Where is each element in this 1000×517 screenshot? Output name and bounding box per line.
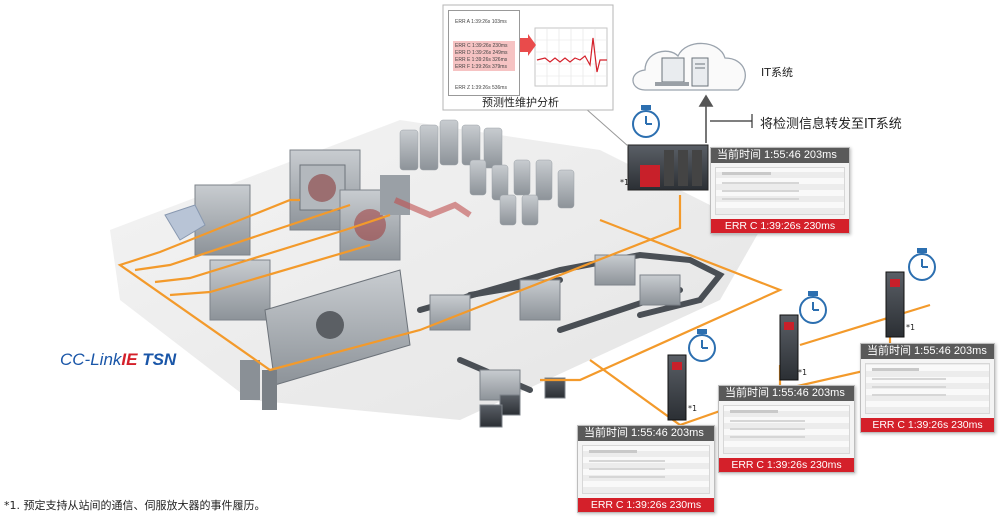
footnote: *1. 预定支持从站间的通信、伺服放大器的事件履历。 bbox=[4, 499, 266, 512]
status-panel: 当前时间 1:55:46 203ms ERR C 1:39:26s 230ms bbox=[577, 425, 715, 513]
logo-part-cclink: CC-Link bbox=[60, 350, 122, 369]
log-line: ERR D 1:39:26s 249ms bbox=[455, 50, 508, 56]
servo-amplifiers bbox=[667, 271, 905, 421]
panel-screen bbox=[715, 167, 845, 215]
device-marker: *1 bbox=[906, 323, 916, 332]
error-record: ERR C 1:39:26s 230ms bbox=[578, 498, 714, 512]
cloud-icon bbox=[632, 42, 746, 91]
current-time: 当前时间 1:55:46 203ms bbox=[711, 148, 849, 163]
current-time: 当前时间 1:55:46 203ms bbox=[578, 426, 714, 441]
it-system-label: IT系统 bbox=[761, 66, 793, 79]
log-line: ERR C 1:39:26s 230ms bbox=[455, 43, 508, 49]
logo-part-ie: IE bbox=[121, 350, 138, 369]
panel-screen bbox=[865, 363, 990, 414]
callout-pointer bbox=[584, 107, 629, 147]
panel-screen bbox=[582, 445, 710, 494]
device-marker: *1 bbox=[798, 368, 808, 377]
machine-cluster-upper bbox=[164, 149, 472, 321]
plc-controller bbox=[627, 144, 709, 191]
current-time: 当前时间 1:55:46 203ms bbox=[861, 344, 994, 359]
log-line: ERR E 1:39:26s 326ms bbox=[455, 57, 508, 63]
error-record: ERR C 1:39:26s 230ms bbox=[861, 418, 994, 432]
stopwatch-icon bbox=[632, 105, 936, 362]
conveyor-machines bbox=[429, 254, 681, 428]
machine-large-lower bbox=[240, 269, 411, 410]
error-record: ERR C 1:39:26s 230ms bbox=[711, 219, 849, 233]
tank-array bbox=[399, 119, 575, 226]
error-record: ERR C 1:39:26s 230ms bbox=[719, 458, 854, 472]
network-logo: CC-LinkIE TSN bbox=[60, 350, 176, 370]
device-marker: *1 bbox=[688, 404, 698, 413]
panel-screen bbox=[723, 405, 850, 454]
device-marker: *1 bbox=[620, 178, 630, 187]
log-line: ERR A 1:39:26s 103ms bbox=[455, 19, 507, 25]
status-panel: 当前时间 1:55:46 203ms ERR C 1:39:26s 230ms bbox=[718, 385, 855, 473]
log-line: ERR F 1:39:26s 379ms bbox=[455, 64, 507, 70]
callout-label: 预测性维护分析 bbox=[482, 96, 559, 109]
log-document: ERR A 1:39:26s 103ms ERR C 1:39:26s 230m… bbox=[448, 10, 520, 96]
logo-part-tsn: TSN bbox=[137, 350, 177, 369]
upload-arrow bbox=[698, 94, 753, 143]
log-line: ERR Z 1:39:26s 536ms bbox=[455, 85, 507, 91]
status-panel: 当前时间 1:55:46 203ms ERR C 1:39:26s 230ms bbox=[710, 147, 850, 234]
current-time: 当前时间 1:55:46 203ms bbox=[719, 386, 854, 401]
status-panel: 当前时间 1:55:46 203ms ERR C 1:39:26s 230ms bbox=[860, 343, 995, 433]
highlight-block bbox=[453, 41, 515, 71]
forward-label: 将检测信息转发至IT系统 bbox=[760, 117, 902, 132]
